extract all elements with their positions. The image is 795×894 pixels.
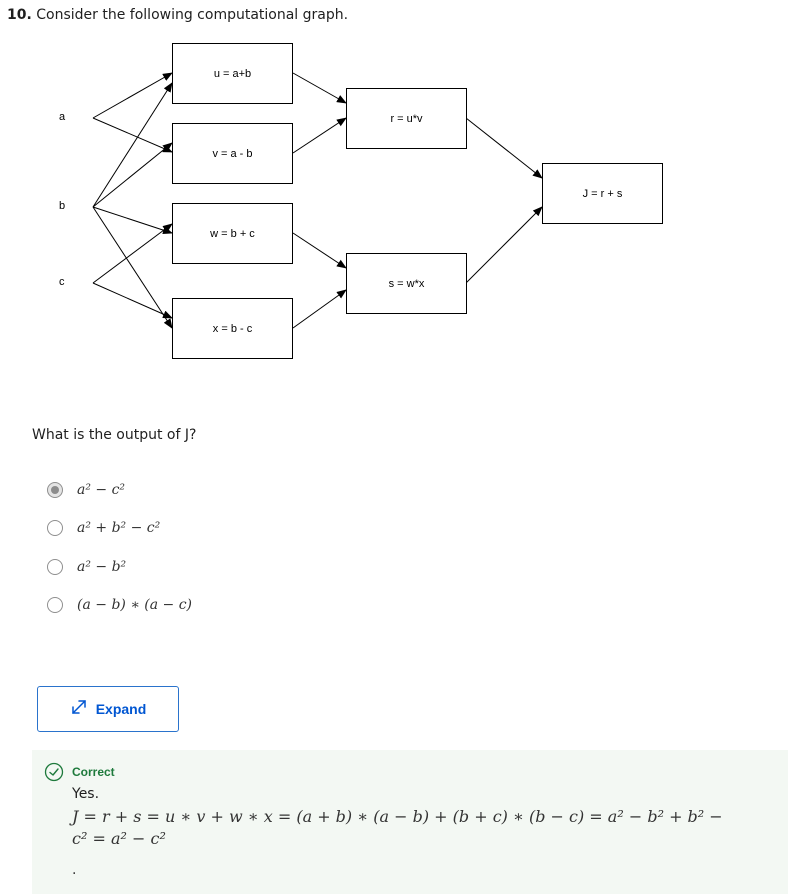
- expand-button[interactable]: Expand: [37, 686, 179, 732]
- radio-icon[interactable]: [47, 559, 63, 575]
- node-s-label: s = w*x: [388, 277, 425, 290]
- question-header: 10. Consider the following computational…: [7, 7, 348, 23]
- question-prompt: What is the output of J?: [32, 427, 197, 443]
- edge-b-u: [92, 82, 173, 208]
- edge-w-s: [292, 232, 347, 269]
- question-number: 10.: [7, 7, 32, 23]
- radio-icon[interactable]: [47, 520, 63, 536]
- node-x: x = b - c: [172, 298, 293, 359]
- node-w: w = b + c: [172, 203, 293, 264]
- radio-icon[interactable]: [47, 597, 63, 613]
- feedback-status: Correct: [72, 765, 115, 779]
- question-text: Consider the following computational gra…: [36, 7, 349, 23]
- node-v-label: v = a - b: [212, 147, 253, 160]
- edge-a-u: [92, 72, 173, 119]
- edge-v-r: [292, 117, 347, 154]
- edge-b-w: [92, 206, 173, 234]
- edge-x-s: [292, 289, 347, 329]
- edge-c-w: [92, 223, 173, 284]
- feedback-equation: J = r + s = u ∗ v + w ∗ x = (a + b) ∗ (a…: [72, 806, 772, 850]
- expand-button-label: Expand: [95, 701, 147, 717]
- node-u: u = a+b: [172, 43, 293, 104]
- edge-s-J: [465, 206, 543, 284]
- option-1[interactable]: a² − c²: [47, 480, 125, 500]
- input-b-label: b: [59, 200, 66, 212]
- feedback-panel: Correct Yes. J = r + s = u ∗ v + w ∗ x =…: [32, 750, 788, 894]
- option-2-label: a² + b² − c²: [77, 520, 161, 536]
- expand-arrows-icon: [70, 698, 88, 720]
- option-2[interactable]: a² + b² − c²: [47, 518, 160, 538]
- input-c-label: c: [59, 276, 65, 288]
- node-v: v = a - b: [172, 123, 293, 184]
- computational-graph: [92, 72, 543, 329]
- edge-c-x: [92, 282, 173, 319]
- node-w-label: w = b + c: [210, 227, 255, 240]
- option-3[interactable]: a² − b²: [47, 557, 126, 577]
- feedback-trailing: .: [72, 862, 77, 878]
- node-s: s = w*x: [346, 253, 467, 314]
- check-circle-icon: [44, 762, 64, 786]
- edge-a-v: [92, 117, 173, 153]
- node-J: J = r + s: [542, 163, 663, 224]
- node-r-label: r = u*v: [390, 112, 423, 125]
- node-x-label: x = b - c: [212, 322, 253, 335]
- edge-b-v: [92, 142, 173, 208]
- node-J-label: J = r + s: [582, 187, 623, 200]
- node-u-label: u = a+b: [213, 67, 252, 80]
- edge-r-J: [465, 117, 543, 179]
- option-1-label: a² − c²: [77, 482, 126, 498]
- feedback-equation-line-2: c² = a² − c²: [72, 829, 166, 848]
- option-4-label: (a − b) ∗ (a − c): [77, 597, 193, 613]
- feedback-equation-line-1: J = r + s = u ∗ v + w ∗ x = (a + b) ∗ (a…: [72, 807, 723, 826]
- option-4[interactable]: (a − b) ∗ (a − c): [47, 595, 192, 615]
- edge-b-x: [92, 206, 173, 329]
- input-a-label: a: [59, 111, 66, 123]
- edge-u-r: [292, 72, 347, 104]
- option-3-label: a² − b²: [77, 559, 127, 575]
- feedback-message: Yes.: [72, 786, 100, 802]
- radio-selected-icon[interactable]: [47, 482, 63, 498]
- node-r: r = u*v: [346, 88, 467, 149]
